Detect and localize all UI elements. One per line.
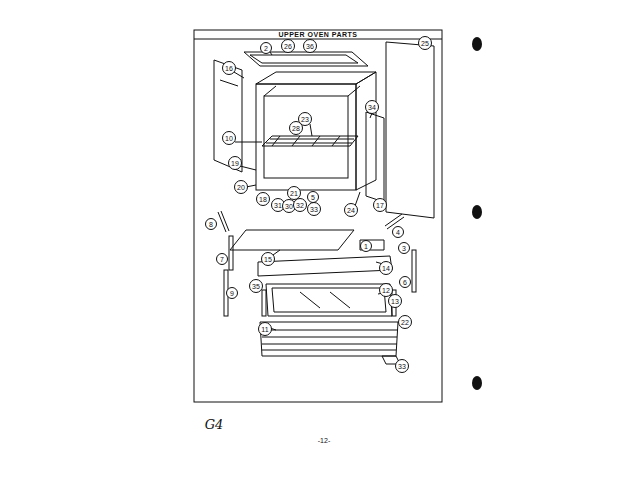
oven-cavity [264, 86, 276, 96]
trim-strips [412, 250, 416, 292]
oven-top-panel [250, 55, 358, 63]
oven-door [262, 350, 396, 351]
leader-lines [273, 250, 280, 255]
callout-number: 28 [289, 121, 303, 135]
leader-lines [310, 124, 312, 136]
oven-cavity [256, 72, 376, 84]
callout-number: 36 [303, 39, 317, 53]
callout-number: 19 [228, 156, 242, 170]
oven-rack [270, 139, 354, 140]
oven-top-panel [244, 52, 368, 66]
handwritten-note: G4 [205, 417, 224, 432]
punch-holes [472, 205, 482, 219]
callout-number: 34 [365, 100, 379, 114]
leader-lines [234, 52, 383, 330]
right-side-panel [366, 112, 384, 202]
page-frame [194, 30, 442, 402]
punch-holes [472, 37, 482, 51]
door-glass [300, 292, 320, 308]
bottom-panel [230, 230, 354, 250]
callout-number: 18 [256, 192, 270, 206]
oven-rack [312, 136, 320, 146]
right-side-panel [366, 112, 384, 202]
callout-number: 13 [388, 294, 402, 308]
callout-number: 10 [222, 131, 236, 145]
callout-number: 9 [226, 287, 238, 299]
callout-number: 15 [261, 252, 275, 266]
vent-panel [258, 256, 392, 276]
callout-number: 20 [234, 180, 248, 194]
oven-rack [262, 136, 358, 146]
vent-panel [258, 256, 392, 276]
back-panel [386, 42, 434, 218]
punch-holes [472, 37, 482, 390]
callout-number: 24 [344, 203, 358, 217]
door-glass [262, 284, 396, 316]
trim-strips [218, 211, 416, 316]
callout-number: 22 [398, 315, 412, 329]
callout-number: 16 [222, 61, 236, 75]
oven-rack [292, 136, 300, 146]
callout-number: 33 [395, 359, 409, 373]
oven-door [262, 344, 397, 345]
oven-door [260, 322, 398, 356]
oven-door [260, 322, 398, 356]
oven-cavity [348, 86, 360, 96]
callout-number: 3 [398, 242, 410, 254]
trim-strips [218, 212, 226, 232]
callout-number: 17 [373, 198, 387, 212]
left-side-panel [214, 60, 242, 172]
oven-top-panel [244, 52, 368, 66]
callout-number: 32 [293, 198, 307, 212]
trim-strips [221, 211, 229, 231]
back-panel [386, 42, 434, 218]
callout-number: 33 [307, 202, 321, 216]
oven-door [262, 337, 397, 338]
callout-number: 8 [205, 218, 217, 230]
oven-rack [266, 143, 352, 144]
callout-number: 6 [399, 276, 411, 288]
callout-number: 14 [379, 261, 393, 275]
page-frame [194, 30, 442, 402]
callout-number: 25 [418, 36, 432, 50]
leader-lines [234, 72, 244, 78]
left-side-panel [220, 80, 238, 86]
oven-cavity [256, 72, 376, 190]
trim-strips [229, 236, 233, 270]
door-glass [266, 284, 392, 316]
callout-number: 2 [260, 42, 272, 54]
door-glass [262, 290, 266, 316]
callout-number: 1 [360, 240, 372, 252]
oven-rack [272, 136, 280, 146]
door-glass [330, 292, 350, 308]
parts-title: UPPER OVEN PARTS [276, 31, 359, 38]
oven-door [262, 330, 398, 331]
callout-number: 7 [216, 253, 228, 265]
oven-cavity [264, 96, 348, 178]
leader-lines [235, 142, 262, 143]
page-number: -12- [318, 437, 330, 444]
leader-lines [270, 52, 272, 55]
door-glass [272, 288, 386, 312]
leader-lines [240, 166, 256, 170]
page-frame [194, 39, 442, 40]
punch-holes [472, 376, 482, 390]
oven-rack [332, 136, 340, 146]
left-side-panel [214, 60, 242, 172]
callout-number: 35 [249, 279, 263, 293]
callout-number: 11 [258, 322, 272, 336]
oven-rack [262, 136, 358, 146]
callout-number: 4 [392, 226, 404, 238]
callout-number: 26 [281, 39, 295, 53]
